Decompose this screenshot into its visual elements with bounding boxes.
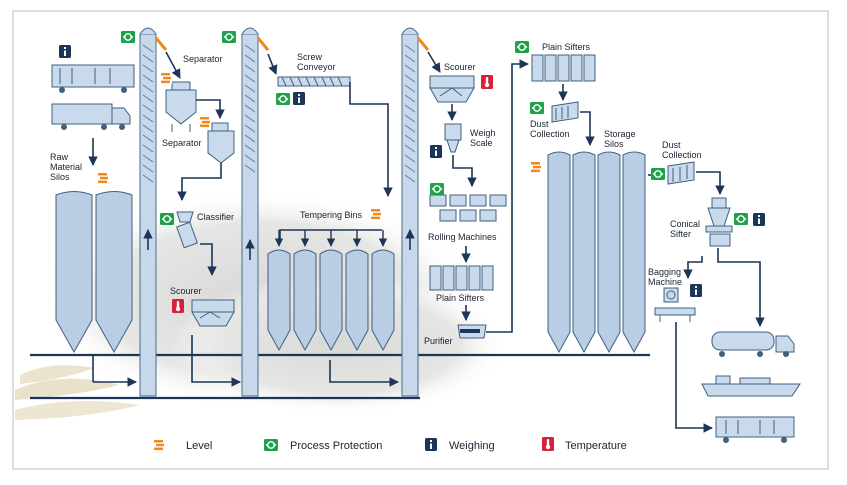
- purifier-label: Purifier: [424, 336, 453, 346]
- scourer-top: [429, 75, 475, 103]
- temperature-icon: [481, 75, 493, 89]
- screw-conveyor: [277, 76, 351, 87]
- bucket-elevator-2: [241, 27, 270, 397]
- diagram-border: [12, 10, 829, 470]
- process-protection-icon: [120, 30, 136, 44]
- plain-sifters-top-label: Plain Sifters: [542, 42, 591, 52]
- classifier-label: Classifier: [197, 212, 234, 222]
- process-protection-icon: [529, 101, 545, 115]
- weighing-icon: [430, 145, 442, 158]
- plain-sifters-mid: [429, 265, 494, 291]
- plain-sifters-mid-label: Plain Sifters: [436, 293, 485, 303]
- tempering-bins: [267, 230, 395, 352]
- legend-weighing-label: Weighing: [449, 440, 495, 452]
- process-protection-icon: [221, 30, 237, 44]
- bucket-elevator-1: [139, 27, 168, 397]
- legend-level-label: Level: [186, 440, 212, 452]
- tempering-bins-label: Tempering Bins: [300, 210, 363, 220]
- weighing-icon: [293, 92, 305, 105]
- level-icon: [530, 161, 542, 173]
- wheat-icon: [15, 365, 140, 420]
- process-protection-icon: [429, 182, 445, 196]
- storage-silos: [547, 151, 646, 354]
- scourer-left: [191, 299, 235, 327]
- rolling-machines: [429, 194, 507, 222]
- weigh-scale: [444, 123, 462, 153]
- weighing-icon: [690, 284, 702, 297]
- separator-1-label: Separator: [183, 54, 223, 64]
- process-protection-icon: [159, 212, 175, 226]
- rail-wagon-icon-out: [715, 416, 795, 443]
- level-icon: [97, 172, 109, 184]
- dust-collection-2: [667, 161, 695, 185]
- legend-process-protection-label: Process Protection: [290, 440, 382, 452]
- bagging-machine: [654, 287, 696, 322]
- tanker-truck-icon: [711, 331, 795, 357]
- level-icon: [160, 72, 172, 84]
- process-protection-icon: [650, 167, 666, 181]
- scourer-top-label: Scourer: [444, 62, 476, 72]
- separator-1: [165, 81, 197, 132]
- legend-weighing-icon: [425, 438, 437, 451]
- truck-icon: [51, 103, 131, 130]
- legend: Level Process Protection Weighing Temper…: [153, 437, 627, 452]
- legend-temperature-label: Temperature: [565, 440, 627, 452]
- process-protection-icon: [514, 40, 530, 54]
- raw-material-silos: [55, 191, 133, 354]
- weighing-icon: [753, 213, 765, 226]
- ship-icon: [701, 375, 801, 397]
- legend-level-icon: [153, 439, 165, 451]
- dust-collection-1: [551, 101, 579, 123]
- plain-sifters-top: [531, 54, 596, 82]
- conical-sifter: [705, 197, 733, 247]
- level-icon: [199, 116, 211, 128]
- rail-wagon-icon: [51, 64, 135, 93]
- process-protection-icon: [733, 212, 749, 226]
- bucket-elevator-3: [401, 27, 430, 397]
- classifier: [176, 211, 198, 249]
- legend-temperature-icon: [542, 437, 554, 451]
- weighing-icon: [59, 45, 71, 58]
- process-protection-icon: [275, 92, 291, 106]
- separator-2-label: Separator: [162, 138, 202, 148]
- rolling-machines-label: Rolling Machines: [428, 232, 497, 242]
- level-icon: [370, 208, 382, 220]
- legend-process-protection-icon: [263, 438, 279, 452]
- scourer-left-label: Scourer: [170, 286, 202, 296]
- temperature-icon: [172, 299, 184, 313]
- purifier: [457, 324, 487, 339]
- separator-2: [207, 122, 235, 164]
